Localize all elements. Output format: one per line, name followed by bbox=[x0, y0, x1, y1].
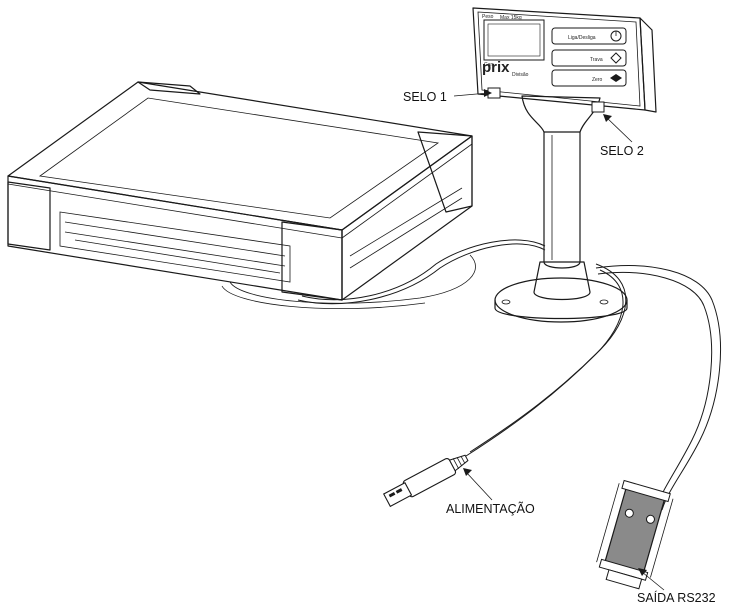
zero-button[interactable] bbox=[551, 69, 627, 87]
label-divisao: Divisão bbox=[512, 72, 529, 78]
indicator-display: prix Peso Max 15kg Carr. Divisão Liga/De… bbox=[472, 7, 657, 113]
alimentacao-label: ALIMENTAÇÃO bbox=[446, 502, 535, 516]
zero-icon bbox=[610, 74, 622, 82]
brand-logo: prix bbox=[482, 59, 510, 76]
saida-rs232-label: SAÍDA RS232 bbox=[637, 590, 716, 605]
callouts bbox=[453, 89, 665, 591]
db9-connector bbox=[596, 479, 674, 590]
weighing-platform bbox=[7, 81, 476, 309]
indicator-column bbox=[494, 95, 628, 323]
btn-mid-label: Trava bbox=[590, 57, 603, 63]
cables bbox=[297, 239, 721, 511]
lock-icon bbox=[610, 52, 622, 64]
lock-button[interactable] bbox=[551, 49, 627, 67]
btn-bot-label: Zero bbox=[592, 77, 603, 83]
selo-2-label: SELO 2 bbox=[600, 144, 644, 158]
btn-top-label: Liga/Desliga bbox=[568, 35, 596, 41]
usb-plug bbox=[382, 454, 469, 508]
selo-1-label: SELO 1 bbox=[403, 90, 447, 104]
label-peso: Peso bbox=[482, 14, 494, 20]
label-carr: Carr. bbox=[484, 62, 495, 68]
power-button[interactable] bbox=[551, 27, 627, 45]
label-model: Max 15kg bbox=[500, 15, 522, 21]
seal-2 bbox=[591, 101, 605, 113]
